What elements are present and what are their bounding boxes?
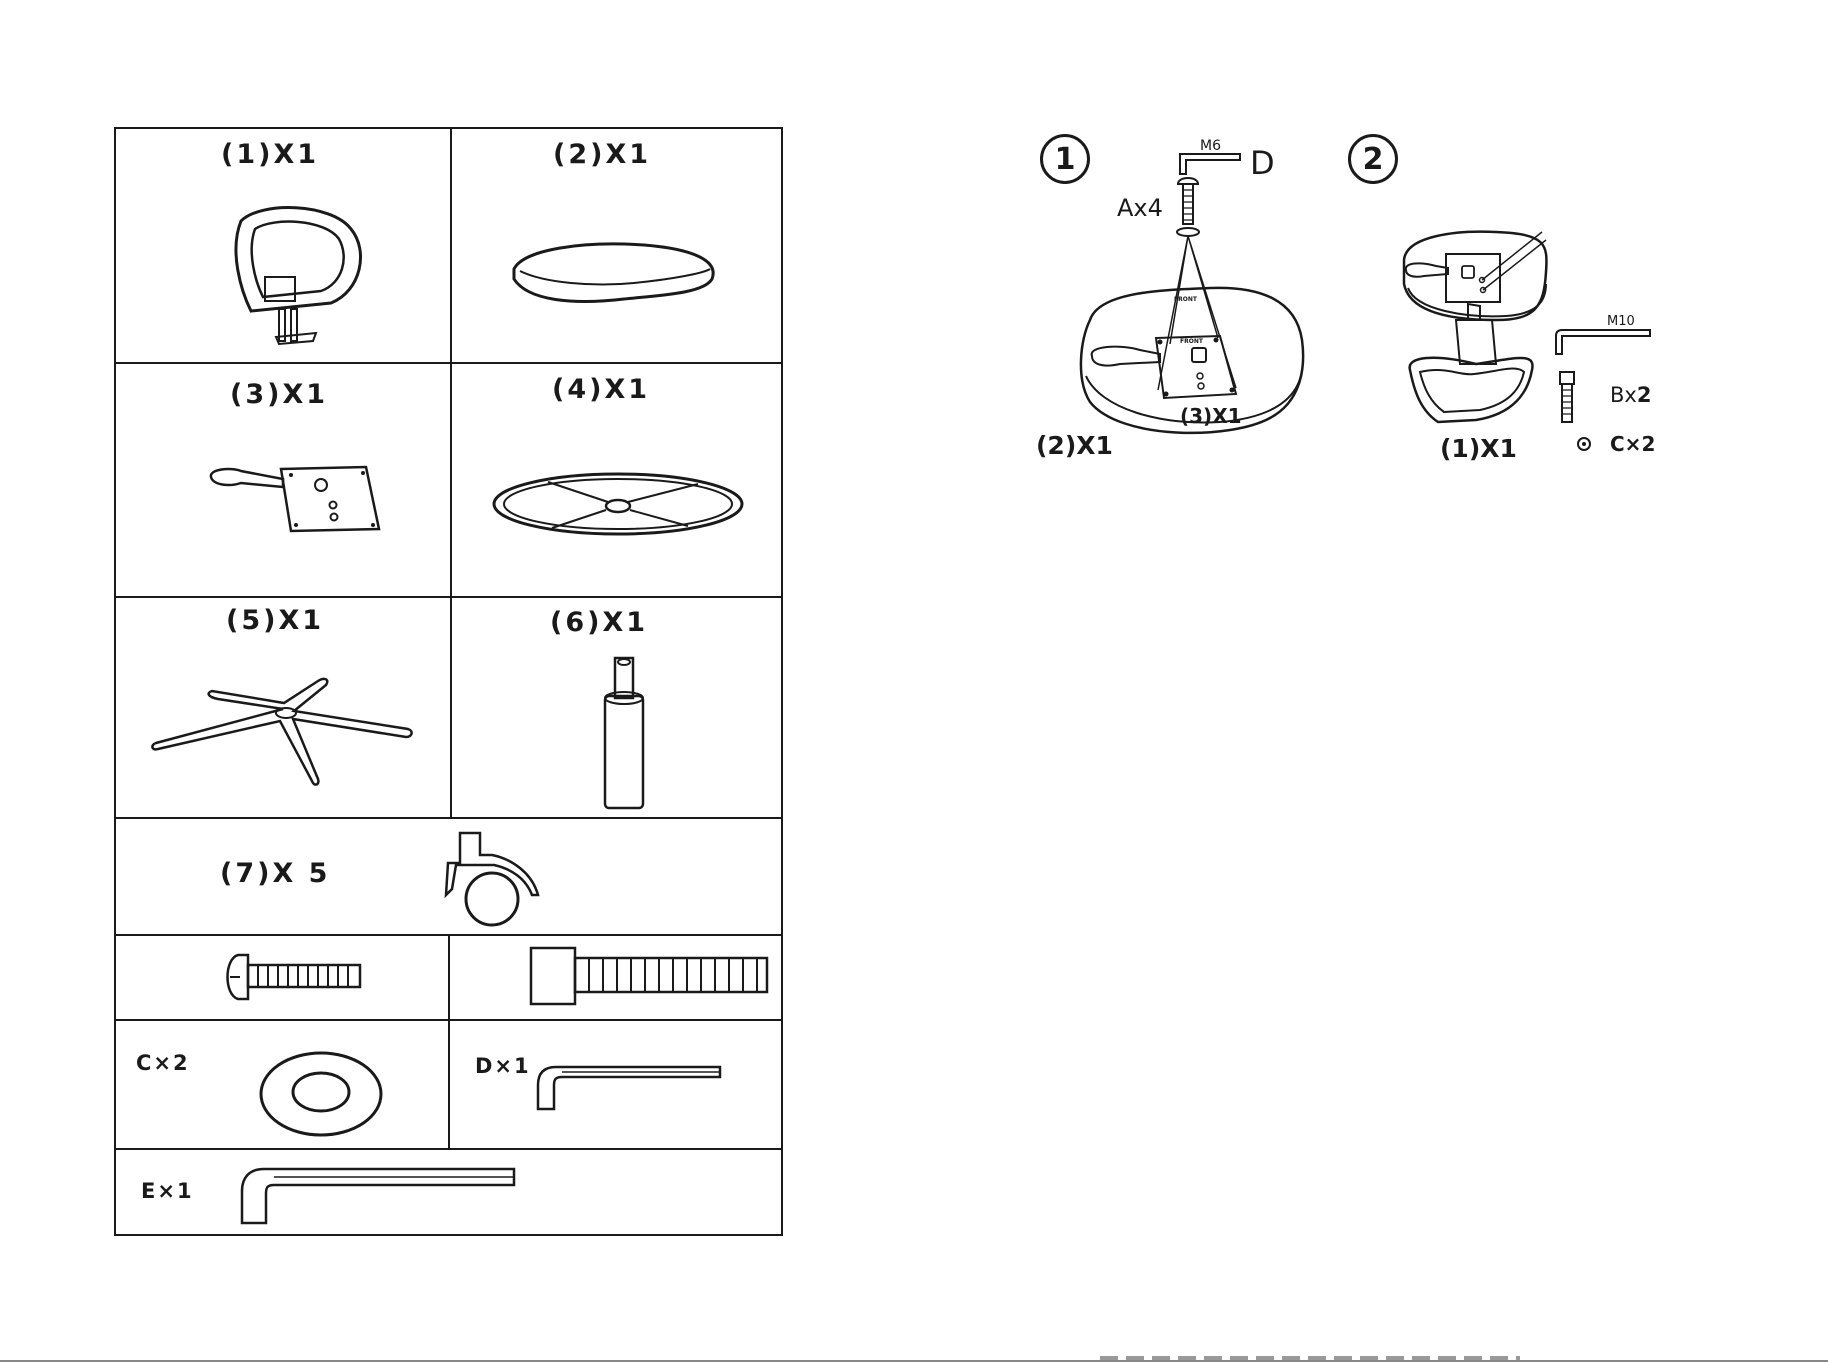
bolt-b-drawing — [529, 944, 771, 1008]
part-7-quantity: (7)X 5 — [220, 858, 330, 889]
washer-c-drawing — [256, 1049, 386, 1139]
part-3-quantity: (3)X1 — [230, 379, 328, 410]
row-divider — [116, 817, 781, 819]
column-divider — [450, 129, 452, 817]
step-2-washer-icon — [1576, 436, 1592, 452]
part-d-quantity: D×1 — [475, 1054, 531, 1078]
step-2-assembly-drawing — [1396, 224, 1676, 434]
foot-ring-drawing — [488, 464, 748, 544]
row-divider — [116, 1148, 781, 1150]
row-divider — [116, 596, 781, 598]
step-2-backrest-label: (1)X1 — [1440, 434, 1517, 463]
five-star-base-drawing — [148, 669, 418, 789]
step-2-number: 2 — [1348, 134, 1398, 184]
step-2-washer-label: C×2 — [1610, 432, 1655, 456]
part-1-quantity: (1)X1 — [221, 139, 319, 170]
washer-label-prefix: C× — [1610, 432, 1641, 456]
seat-cushion-drawing — [504, 239, 724, 319]
part-c-quantity: C×2 — [136, 1051, 190, 1075]
bolt-a-drawing — [226, 949, 366, 1005]
gas-lift-cylinder-drawing — [593, 654, 653, 814]
part-e-quantity: E×1 — [141, 1179, 194, 1203]
part-4-quantity: (4)X1 — [552, 374, 650, 405]
seat-mechanism-drawing — [201, 449, 401, 549]
step-1-assembly-drawing — [1080, 140, 1320, 460]
column-divider — [448, 934, 450, 1148]
hex-key-e-drawing — [238, 1165, 518, 1227]
caster-wheel-drawing — [432, 829, 552, 929]
washer-label-count: 2 — [1641, 432, 1655, 456]
parts-list-table: (1)X1 (2)X1 (3)X1 (4)X1 — [114, 127, 783, 1236]
hex-key-d-drawing — [534, 1063, 724, 1123]
row-divider — [116, 362, 781, 364]
part-6-quantity: (6)X1 — [550, 607, 648, 638]
part-2-quantity: (2)X1 — [553, 139, 651, 170]
part-5-quantity: (5)X1 — [226, 605, 324, 636]
backrest-drawing — [221, 199, 381, 349]
